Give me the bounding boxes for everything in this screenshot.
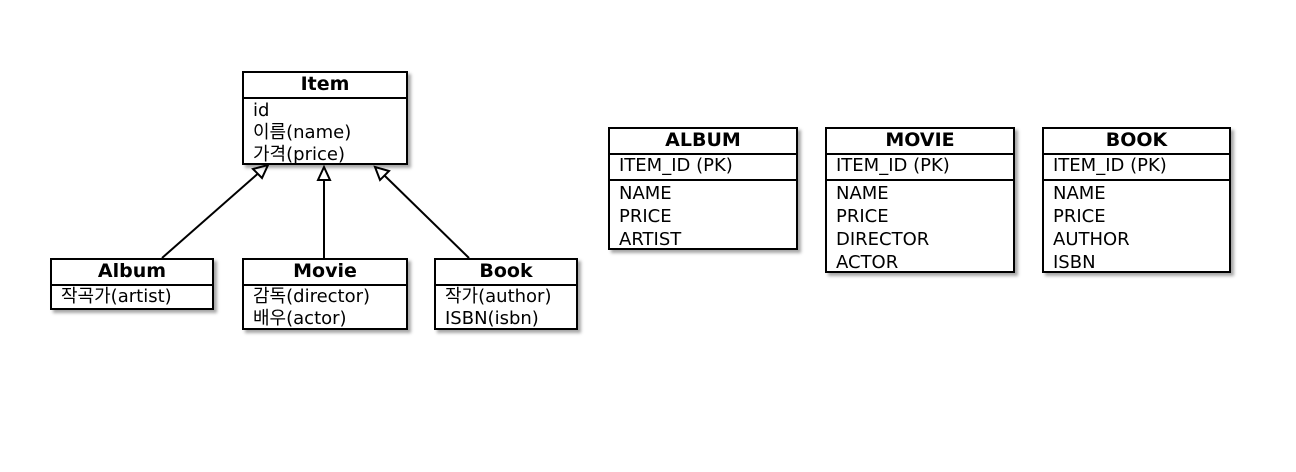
album-inherit-arrowhead — [251, 163, 270, 180]
table-book-name: BOOK — [1044, 129, 1229, 155]
table-book-pk: ITEM_ID (PK) — [1044, 155, 1229, 181]
table-book-col-name: NAME — [1053, 183, 1106, 204]
book-inherit-arrowhead — [373, 165, 391, 182]
table-album-col-artist: ARTIST — [619, 229, 682, 250]
table-book-col-author: AUTHOR — [1053, 229, 1130, 250]
table-album-name: ALBUM — [610, 129, 796, 155]
movie-inherit-arrowhead — [316, 164, 332, 181]
book-attr-author: 작가(author) — [445, 286, 552, 307]
item-attr-price: 가격(price) — [253, 144, 345, 165]
movie-attr-actor: 배우(actor) — [253, 308, 347, 329]
table-album-pk: ITEM_ID (PK) — [610, 155, 796, 181]
table-movie-name: MOVIE — [827, 129, 1013, 155]
class-movie-name: Movie — [244, 260, 406, 286]
movie-attr-director: 감독(director) — [253, 286, 371, 307]
table-movie-col-price: PRICE — [836, 206, 889, 227]
table-album: ALBUM ITEM_ID (PK) NAME PRICE ARTIST — [608, 127, 798, 250]
class-album-name: Album — [52, 260, 212, 286]
book-attr-isbn: ISBN(isbn) — [445, 308, 539, 329]
book-inherits-line — [384, 175, 470, 259]
table-movie-col-name: NAME — [836, 183, 889, 204]
table-album-col-price: PRICE — [619, 206, 672, 227]
table-movie-col-actor: ACTOR — [836, 252, 899, 273]
album-inherits-line — [161, 169, 263, 259]
class-album: Album 작곡가(artist) — [50, 258, 214, 310]
table-album-col-name: NAME — [619, 183, 672, 204]
table-movie: MOVIE ITEM_ID (PK) NAME PRICE DIRECTOR A… — [825, 127, 1015, 273]
class-item-name: Item — [244, 73, 406, 99]
table-movie-col-director: DIRECTOR — [836, 229, 930, 250]
item-attr-name: 이름(name) — [253, 122, 352, 143]
album-attr-artist: 작곡가(artist) — [61, 286, 172, 307]
table-book: BOOK ITEM_ID (PK) NAME PRICE AUTHOR ISBN — [1042, 127, 1231, 273]
item-attr-id: id — [253, 100, 270, 121]
table-movie-pk: ITEM_ID (PK) — [827, 155, 1013, 181]
class-book: Book 작가(author) ISBN(isbn) — [434, 258, 578, 330]
class-book-name: Book — [436, 260, 576, 286]
class-movie: Movie 감독(director) 배우(actor) — [242, 258, 408, 330]
class-item: Item id 이름(name) 가격(price) — [242, 71, 408, 165]
table-book-col-price: PRICE — [1053, 206, 1106, 227]
table-book-col-isbn: ISBN — [1053, 252, 1096, 273]
